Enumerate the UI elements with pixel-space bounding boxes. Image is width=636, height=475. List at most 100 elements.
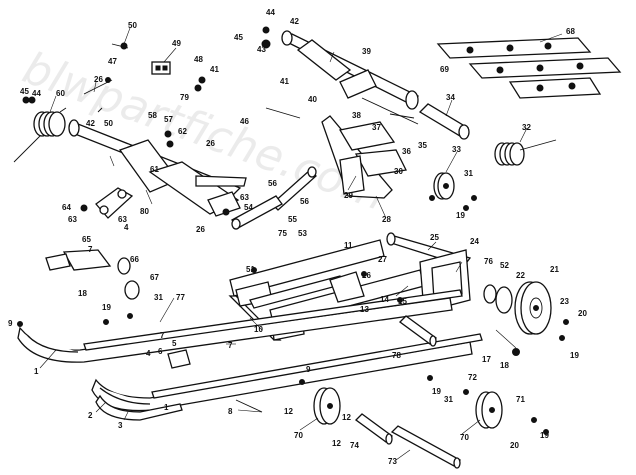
callout-19c: 19: [570, 351, 579, 360]
callout-14: 14: [380, 295, 389, 304]
callout-27: 27: [378, 255, 387, 264]
callout-76: 76: [484, 257, 493, 266]
shaft-34: [361, 97, 470, 140]
callout-57: 57: [164, 115, 173, 124]
rear-wheel-21: [514, 281, 552, 335]
idler-wheel-70-left: [313, 387, 341, 425]
callout-61: 61: [150, 165, 159, 174]
callout-75: 75: [278, 229, 287, 238]
callout-29: 29: [344, 191, 353, 200]
decal-49: [151, 61, 171, 75]
callout-26: 26: [94, 75, 103, 84]
callout-56: 56: [268, 179, 277, 188]
spacer-22: [483, 284, 513, 314]
callout-26d: 26: [362, 271, 371, 280]
callout-77: 77: [176, 293, 185, 302]
cable-8: [235, 399, 263, 413]
callout-28: 28: [382, 215, 391, 224]
lower-cross-shafts: [355, 315, 462, 469]
rear-arm-assembly: [68, 119, 247, 217]
callout-63c: 63: [118, 215, 127, 224]
callout-11: 11: [344, 241, 353, 250]
callout-45b: 45: [20, 87, 29, 96]
callout-25: 25: [430, 233, 439, 242]
callout-38: 38: [352, 111, 361, 120]
callout-26c: 26: [196, 225, 205, 234]
left-slide-rail: [17, 289, 463, 363]
track-clips: [436, 37, 622, 99]
callout-51: 51: [246, 265, 255, 274]
callout-67: 67: [150, 273, 159, 282]
callout-31c: 31: [444, 395, 453, 404]
callout-60: 60: [56, 89, 65, 98]
callout-17: 17: [482, 355, 491, 364]
front-arm-bracket: [321, 115, 407, 199]
callout-5: 5: [172, 339, 177, 348]
callout-24: 24: [470, 237, 479, 246]
callout-47: 47: [108, 57, 117, 66]
callout-4: 4: [124, 223, 129, 232]
callout-2: 2: [88, 411, 93, 420]
callout-8: 8: [228, 407, 233, 416]
shock-absorbers: [231, 166, 317, 230]
idler-wheel-70-right: [475, 391, 503, 429]
callout-34: 34: [446, 93, 455, 102]
callout-78: 78: [392, 351, 401, 360]
callout-19e: 19: [540, 431, 549, 440]
fasteners: [17, 26, 569, 435]
callout-72: 72: [468, 373, 477, 382]
callout-43: 43: [257, 45, 266, 54]
callout-48: 48: [194, 55, 203, 64]
torsion-spring-left: [13, 107, 67, 163]
hyfax-slide: [95, 394, 183, 421]
callout-19: 19: [456, 211, 465, 220]
callout-15: 15: [398, 297, 407, 306]
callout-7c: 7: [228, 341, 233, 350]
callout-49: 49: [172, 39, 181, 48]
callout-20: 20: [578, 309, 587, 318]
callout-18b: 18: [500, 361, 509, 370]
callout-70: 70: [294, 431, 303, 440]
callout-35: 35: [418, 141, 427, 150]
callout-13: 13: [360, 305, 369, 314]
callout-54: 54: [244, 203, 253, 212]
callout-50b: 50: [104, 119, 113, 128]
callout-12c: 12: [332, 439, 341, 448]
callout-31b: 31: [154, 293, 163, 302]
callout-1: 1: [34, 367, 39, 376]
callout-19b: 19: [102, 303, 111, 312]
callout-50: 50: [128, 21, 137, 30]
stopper-parts: [45, 249, 140, 300]
callout-69: 69: [440, 65, 449, 74]
callout-80: 80: [140, 207, 149, 216]
callout-21: 21: [550, 265, 559, 274]
callout-71: 71: [516, 395, 525, 404]
callout-64: 64: [62, 203, 71, 212]
callout-20b: 20: [510, 441, 519, 450]
callout-40: 40: [308, 95, 317, 104]
callout-33: 33: [452, 145, 461, 154]
callout-9b: 9: [306, 365, 311, 374]
callout-41b: 41: [280, 77, 289, 86]
callout-labels: 50 47 44 45 43 42 39 49 48 41 79 41 68 6…: [8, 8, 587, 466]
callout-42b: 42: [86, 119, 95, 128]
callout-18: 18: [78, 289, 87, 298]
idler-wheel-33: [433, 172, 455, 200]
callout-42: 42: [290, 17, 299, 26]
callout-12: 12: [284, 407, 293, 416]
callout-22: 22: [516, 271, 525, 280]
callout-65: 65: [82, 235, 91, 244]
callout-44: 44: [266, 8, 275, 17]
callout-46: 46: [240, 117, 249, 126]
callout-63b: 63: [68, 215, 77, 224]
callout-6: 6: [158, 347, 163, 356]
callout-7: 7: [88, 245, 93, 254]
callout-37: 37: [372, 123, 381, 132]
callout-39: 39: [362, 47, 371, 56]
callout-45: 45: [234, 33, 243, 42]
callout-62: 62: [178, 127, 187, 136]
callout-55: 55: [288, 215, 297, 224]
callout-10: 10: [254, 325, 263, 334]
